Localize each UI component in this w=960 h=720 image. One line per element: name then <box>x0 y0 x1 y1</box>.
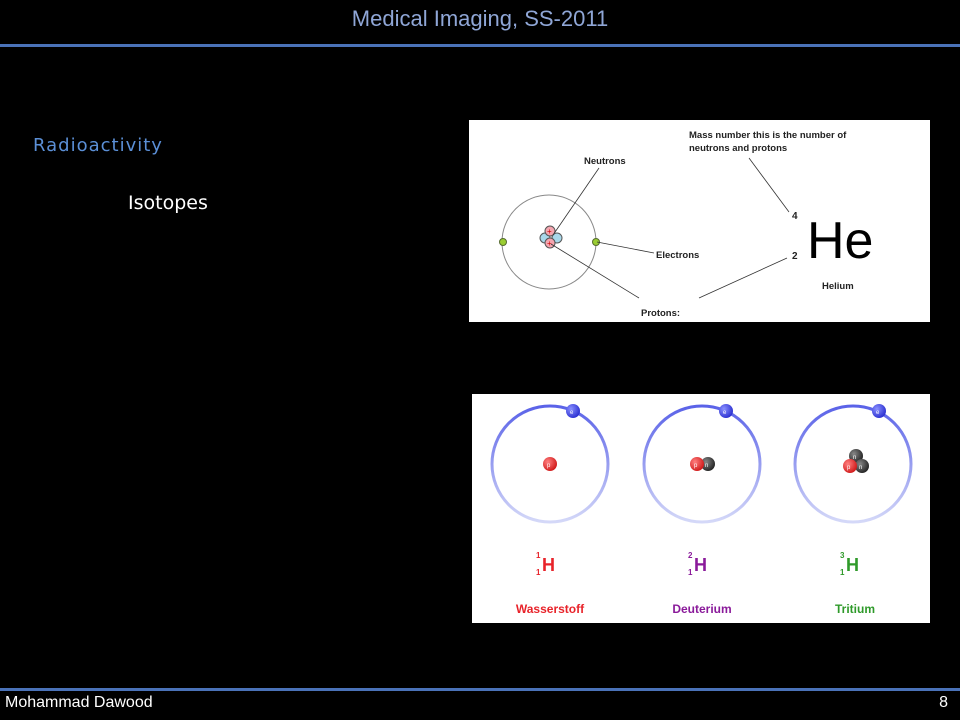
protons-label: Protons: <box>641 308 680 319</box>
proton-glyph-tritium: p <box>847 465 851 471</box>
electron-deuterium <box>719 404 733 418</box>
page-number: 8 <box>939 694 948 711</box>
header-divider <box>0 44 960 47</box>
proton-wasserstoff <box>543 457 557 471</box>
mass-number-tritium: 3 <box>840 551 845 560</box>
proton-2 <box>544 237 556 249</box>
electron-wasserstoff <box>566 404 580 418</box>
proton-glyph-wasserstoff: p <box>547 463 551 469</box>
hydrogen-isotopes-figure: e p e n p e n n p 1 1 H Wasserstoff 2 1 … <box>472 394 930 623</box>
electron-glyph-tritium: e <box>876 410 880 416</box>
mass-number-caption-2: neutrons and protons <box>689 143 787 154</box>
atomic-number: 2 <box>792 251 798 262</box>
electron-glyph-deuterium: e <box>723 410 727 416</box>
orbit-tritium <box>793 404 913 524</box>
orbit-deuterium <box>642 404 762 524</box>
orbit-wasserstoff <box>490 404 610 524</box>
isotope-label-wasserstoff: 1 1 H Wasserstoff <box>516 551 585 616</box>
subitem-text: Isotopes <box>128 192 208 214</box>
symbol-tritium: H <box>846 555 859 575</box>
neutron-tritium-bottom <box>855 459 869 473</box>
z-number-deuterium: 1 <box>688 568 693 577</box>
hydrogen-isotopes-diagram: e p e n p e n n p 1 1 H Wasserstoff 2 1 … <box>490 404 913 616</box>
mass-pointer <box>748 157 790 213</box>
helium-atom-figure: + + Mass number this is the number of ne… <box>469 120 930 322</box>
mass-number-wasserstoff: 1 <box>536 551 541 560</box>
proton-deuterium <box>690 457 704 471</box>
neutron-glyph-tritium-top: n <box>853 455 856 461</box>
element-symbol: He <box>807 212 873 270</box>
mass-number-deuterium: 2 <box>688 551 693 560</box>
electrons-pointer <box>596 241 655 254</box>
z-number-tritium: 1 <box>840 568 845 577</box>
isotope-label-tritium: 3 1 H Tritium <box>835 551 875 616</box>
name-tritium: Tritium <box>835 602 875 616</box>
protons-pointer-2 <box>698 257 788 299</box>
footer-divider <box>0 688 960 691</box>
neutron-glyph-deuterium: n <box>705 463 708 469</box>
element-name: Helium <box>822 281 854 292</box>
proton-1 <box>544 225 556 237</box>
neutron-deuterium <box>701 457 715 471</box>
name-wasserstoff: Wasserstoff <box>516 602 585 616</box>
proton-glyph-deuterium: p <box>694 463 698 469</box>
helium-atom-diagram: + + Mass number this is the number of ne… <box>499 130 873 319</box>
isotope-label-deuterium: 2 1 H Deuterium <box>672 551 731 616</box>
mass-number: 4 <box>792 211 798 222</box>
electron-glyph-wasserstoff: e <box>570 410 574 416</box>
proton-plus-2: + <box>547 239 552 248</box>
electron-tritium <box>872 404 886 418</box>
proton-plus-1: + <box>547 227 552 236</box>
neutrons-pointer <box>552 167 600 236</box>
symbol-wasserstoff: H <box>542 555 555 575</box>
electron-right <box>592 238 600 246</box>
z-number-wasserstoff: 1 <box>536 568 541 577</box>
neutrons-label: Neutrons <box>584 156 626 167</box>
protons-pointer <box>550 243 640 299</box>
electrons-label: Electrons <box>656 250 699 261</box>
name-deuterium: Deuterium <box>672 602 731 616</box>
electron-left <box>499 238 507 246</box>
section-title: Radioactivity <box>33 135 163 156</box>
neutron-glyph-tritium-bottom: n <box>859 465 862 471</box>
proton-tritium <box>843 459 857 473</box>
mass-number-caption: Mass number this is the number of <box>689 130 847 141</box>
slide-title: Medical Imaging, SS-2011 <box>351 6 609 31</box>
footer-author: Mohammad Dawood <box>5 694 153 711</box>
symbol-deuterium: H <box>694 555 707 575</box>
